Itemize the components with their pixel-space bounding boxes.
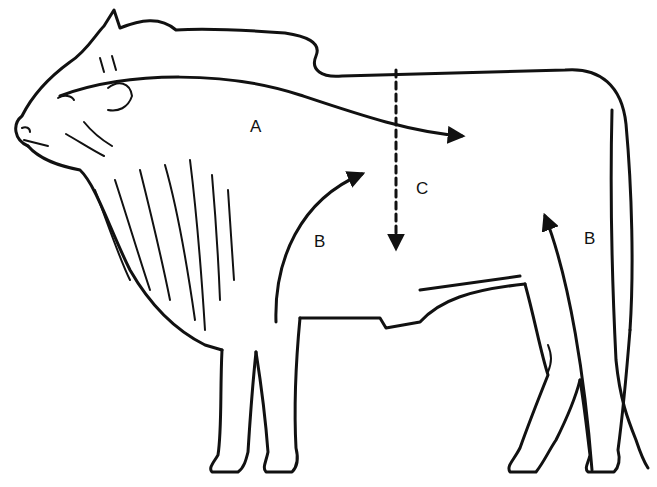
- bull-front-leg: [211, 350, 256, 472]
- callout-letter: A: [250, 118, 261, 135]
- bull-horn: [100, 56, 116, 72]
- bull-front-leg: [256, 318, 300, 472]
- bull-ear: [108, 83, 132, 110]
- bull-hind-leg: [509, 284, 580, 472]
- callout-letter: B: [584, 230, 595, 247]
- bull-mouth: [24, 140, 48, 146]
- callout-letter: C: [416, 180, 428, 197]
- bull-belly: [300, 284, 525, 328]
- bull-knee: [548, 345, 551, 372]
- arrow-b: [276, 174, 362, 322]
- callout-letter: B: [314, 233, 325, 250]
- arrow-a: [60, 77, 462, 136]
- bull-sheath: [420, 276, 520, 290]
- bull-dewlap-folds: [66, 122, 234, 330]
- arrow-c: [395, 70, 398, 248]
- bull-outline: [16, 10, 632, 330]
- bull-tail: [611, 110, 648, 468]
- arrow-b: [545, 216, 592, 470]
- bull-nostril: [22, 127, 30, 132]
